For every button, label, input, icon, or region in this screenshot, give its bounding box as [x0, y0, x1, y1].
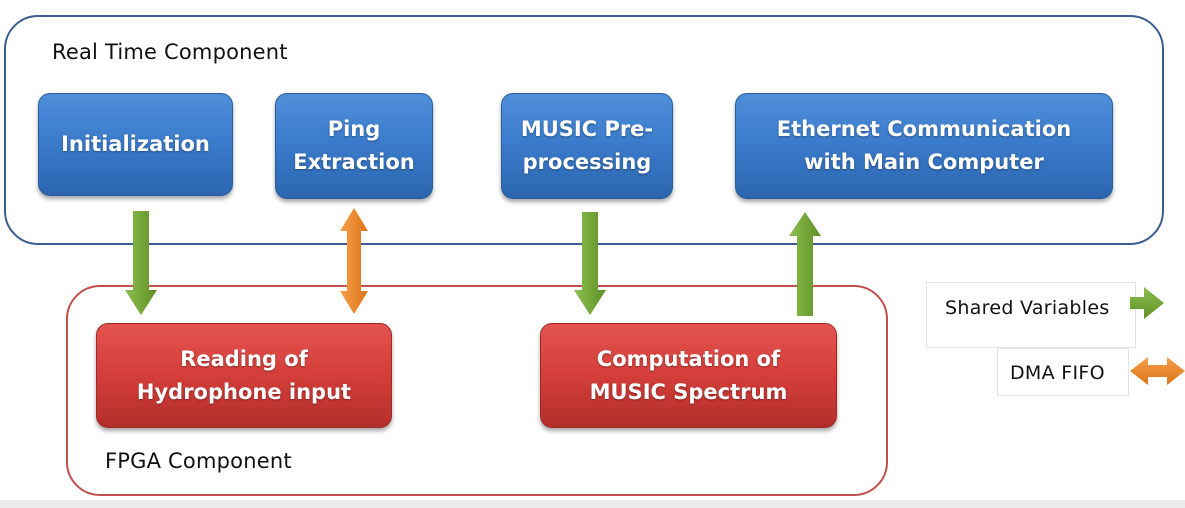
arrow-initialization-to-reading	[125, 211, 157, 315]
bottom-strip	[0, 500, 1185, 508]
legend-dma-fifo-arrow-icon	[1130, 357, 1185, 385]
computation-music-spectrum-text: Computation of MUSIC Spectrum	[589, 346, 788, 404]
legend-dma-fifo-label: DMA FIFO	[1010, 362, 1105, 384]
music-preprocessing-text: MUSIC Pre- processing	[520, 117, 654, 174]
legend-shared-variables-arrow-icon	[1130, 287, 1164, 319]
initialization-box: Initialization	[38, 93, 233, 196]
arrow-music-preprocessing-to-computation	[574, 212, 606, 315]
ping-extraction-box: Ping Extraction	[275, 93, 433, 199]
legend-shared-variables-label: Shared Variables	[945, 297, 1110, 319]
fpga-component-label: FPGA Component	[105, 449, 292, 473]
initialization-text: Initialization	[61, 132, 210, 157]
fpga-component-container	[66, 285, 888, 496]
computation-music-spectrum-box: Computation of MUSIC Spectrum	[540, 323, 837, 428]
arrow-ping-extraction-dma-fifo	[340, 208, 368, 314]
real-time-component-label: Real Time Component	[52, 40, 288, 64]
reading-hydrophone-input-box: Reading of Hydrophone input	[96, 323, 392, 428]
reading-hydrophone-input-text: Reading of Hydrophone input	[136, 346, 352, 404]
legend-dma-fifo: DMA FIFO	[997, 348, 1129, 396]
legend-shared-variables: Shared Variables	[926, 282, 1136, 348]
ethernet-communication-text: Ethernet Communication with Main Compute…	[776, 117, 1072, 174]
arrow-computation-to-ethernet	[789, 212, 821, 316]
ethernet-communication-box: Ethernet Communication with Main Compute…	[735, 93, 1113, 199]
ping-extraction-text: Ping Extraction	[293, 117, 415, 174]
music-preprocessing-box: MUSIC Pre- processing	[501, 93, 673, 199]
